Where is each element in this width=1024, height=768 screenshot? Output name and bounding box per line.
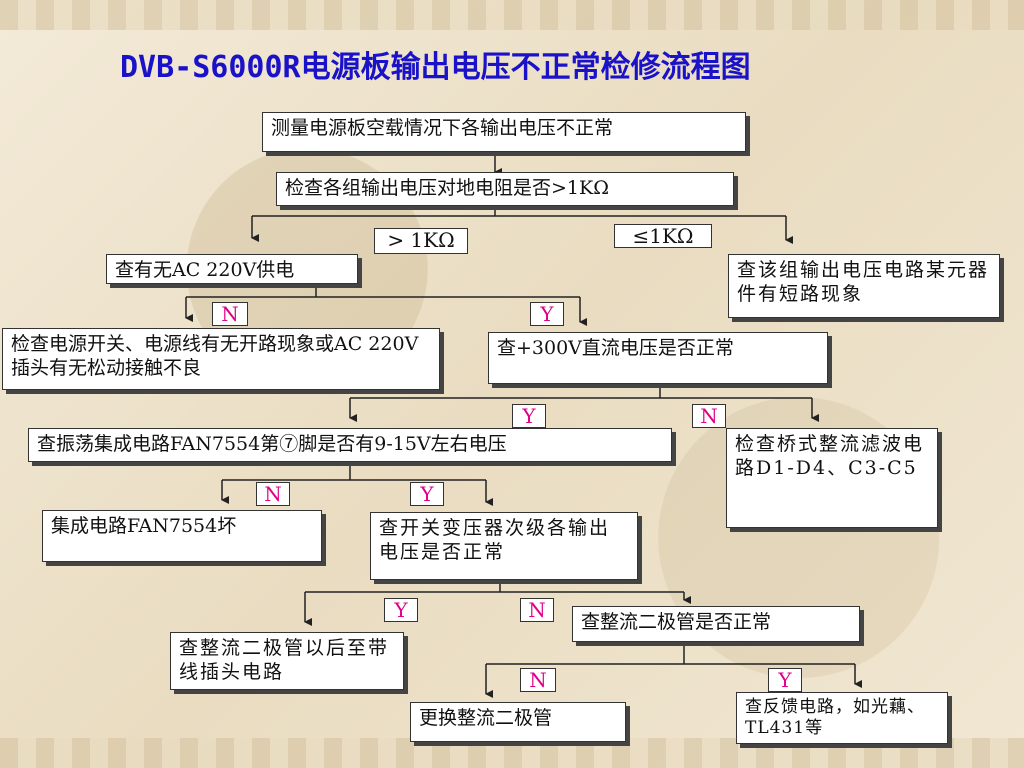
step-check-300v: 查+300V直流电压是否正常 (488, 332, 828, 384)
connector-b6-split (350, 384, 812, 399)
connector-b2-split (252, 206, 786, 217)
tag-y: Y (512, 404, 546, 428)
tag-n: N (256, 482, 290, 506)
connector-b3-split (186, 283, 580, 298)
tag-n: N (520, 598, 554, 622)
step-check-bridge-rectifier: 检查桥式整流滤波电路D1-D4、C3-C5 (726, 428, 938, 528)
step-short-circuit: 查该组输出电压电路某元器件有短路现象 (728, 254, 1000, 318)
top-border (0, 0, 1024, 30)
tag-y: Y (410, 482, 444, 506)
tag-n: N (692, 404, 726, 428)
step-check-power-switch: 检查电源开关、电源线有无开路现象或AC 220V插头有无松动接触不良 (2, 328, 440, 390)
tag-y: Y (530, 302, 564, 326)
step-replace-diode: 更换整流二极管 (410, 702, 626, 742)
step-check-after-diode: 查整流二极管以后至带线插头电路 (170, 632, 404, 690)
tag-y: Y (384, 598, 418, 622)
connector-b7-split (222, 462, 486, 481)
step-check-ac-supply: 查有无AC 220V供电 (106, 254, 358, 284)
step-check-feedback: 查反馈电路，如光藕、TL431等 (736, 692, 948, 744)
connector-b12-split (486, 642, 855, 665)
step-check-fan7554: 查振荡集成电路FAN7554第⑦脚是否有9-15V左右电压 (28, 428, 672, 462)
tag-n: N (520, 668, 556, 692)
tag-y: Y (768, 668, 802, 692)
tag-less-equal-1k: ≤1KΩ (614, 224, 712, 248)
connector-b10-split (305, 580, 684, 593)
step-measure-voltage: 测量电源板空载情况下各输出电压不正常 (262, 112, 746, 152)
page-title: DVB-S6000R电源板输出电压不正常检修流程图 (120, 50, 751, 85)
step-check-resistance: 检查各组输出电压对地电阻是否>1KΩ (276, 172, 734, 206)
step-check-transformer: 查开关变压器次级各输出电压是否正常 (370, 512, 638, 580)
tag-greater-1k: > 1KΩ (374, 228, 468, 254)
step-check-diode: 查整流二极管是否正常 (572, 606, 860, 642)
tag-n: N (212, 302, 248, 326)
step-ic-faulty: 集成电路FAN7554坏 (42, 510, 322, 562)
